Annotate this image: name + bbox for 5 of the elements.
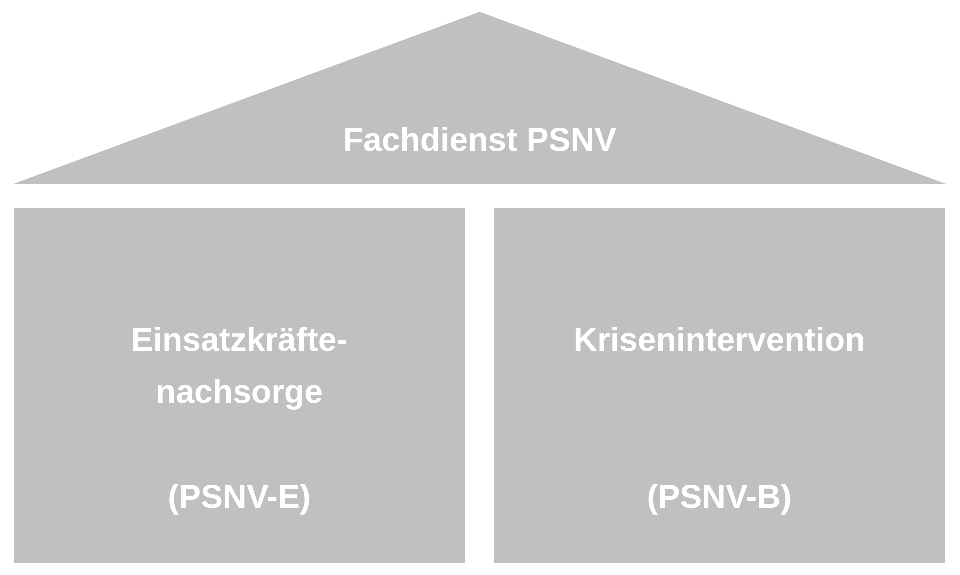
heading-text: Einsatzkräfte- nachsorge bbox=[130, 320, 349, 412]
abbreviation-text: (PSNV-B) bbox=[647, 477, 792, 517]
abbreviation-text: (PSNV-E) bbox=[168, 477, 312, 517]
heading-text: Fachdienst PSNV bbox=[343, 120, 617, 160]
heading-text: Krisenintervention bbox=[574, 320, 866, 360]
